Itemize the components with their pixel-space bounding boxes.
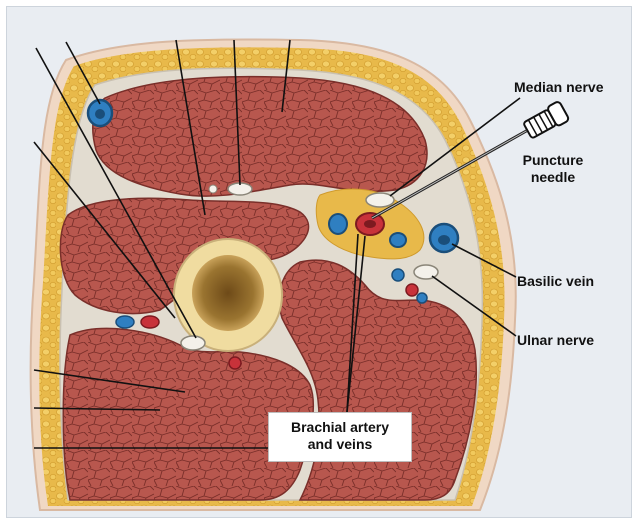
- puncture-needle-label: Puncture needle: [520, 152, 586, 186]
- brachial-artery: [356, 213, 384, 235]
- median-nerve-label: Median nerve: [514, 79, 603, 96]
- humerus-bone: [174, 239, 282, 351]
- basilic-vein-shape: [430, 224, 458, 252]
- median-nerve-shape: [366, 193, 394, 207]
- brachial-vein-2: [390, 233, 406, 247]
- brachial-label-line2: and veins: [269, 436, 411, 453]
- brachial-label-line1: Brachial artery: [269, 419, 411, 436]
- puncture-needle-label-line2: needle: [520, 169, 586, 186]
- ulnar-nerve-label: Ulnar nerve: [517, 332, 594, 349]
- brachial-artery-veins-label: Brachial artery and veins: [268, 412, 412, 462]
- puncture-needle-label-line1: Puncture: [520, 152, 586, 169]
- basilic-vein-label: Basilic vein: [517, 273, 594, 290]
- biceps-muscle: [93, 77, 427, 197]
- brachial-vein-1: [329, 214, 347, 234]
